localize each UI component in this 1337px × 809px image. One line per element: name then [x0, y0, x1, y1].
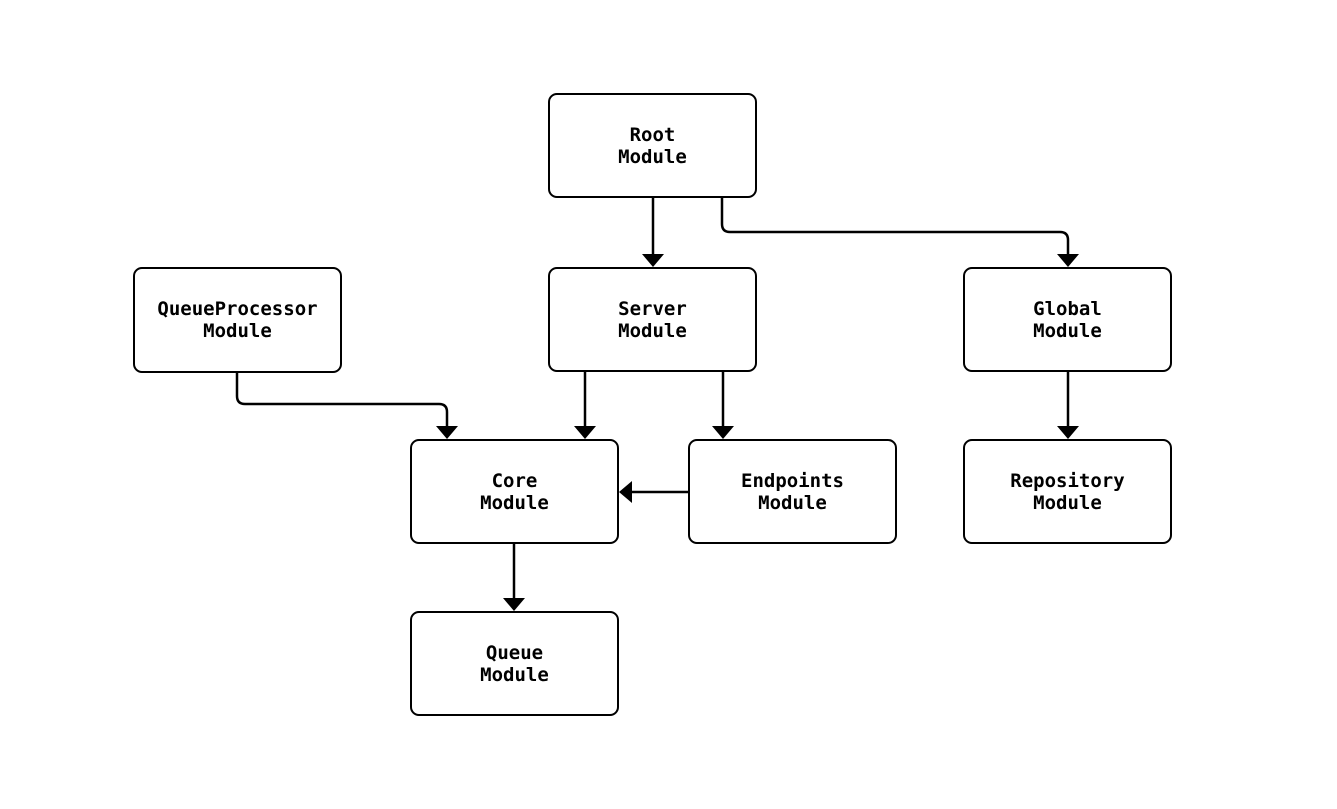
node-global-label-line-2: Module — [1033, 319, 1102, 342]
node-queue-label-line-1: Queue — [485, 641, 544, 664]
node-endpoints-label-line-1: Endpoints — [741, 469, 844, 492]
arrowhead-core-to-queue-icon — [503, 598, 525, 611]
node-core-label-line-1: Core — [491, 469, 538, 492]
node-core-label-line-2: Module — [480, 491, 549, 514]
arrowhead-root-to-global-icon — [1057, 254, 1079, 267]
node-repository-label-line-2: Module — [1033, 491, 1102, 514]
arrowhead-queueprocessor-to-core-icon — [436, 426, 458, 439]
arrowhead-endpoints-to-core-icon — [619, 481, 632, 503]
arrowhead-root-to-server-icon — [642, 254, 664, 267]
arrowhead-global-to-repository-icon — [1057, 426, 1079, 439]
node-endpoints-label-line-2: Module — [758, 491, 827, 514]
node-server-label-line-2: Module — [618, 319, 687, 342]
node-queue-label-line-2: Module — [480, 663, 549, 686]
node-server-label-line-1: Server — [618, 297, 687, 320]
node-queueprocessor-label-line-2: Module — [203, 320, 272, 342]
node-global-label-line-1: Global — [1033, 297, 1102, 320]
node-root-label-line-1: Root — [629, 123, 676, 146]
edge-queueprocessor-to-core — [235, 373, 449, 426]
edge-root-to-global — [720, 198, 1070, 254]
arrowhead-server-to-endpoints-icon — [712, 426, 734, 439]
node-root-label-line-2: Module — [618, 145, 687, 168]
node-repository-label-line-1: Repository — [1010, 469, 1125, 492]
arrowhead-server-to-core-icon — [574, 426, 596, 439]
node-queueprocessor-label-line-1: QueueProcessor — [157, 298, 318, 320]
